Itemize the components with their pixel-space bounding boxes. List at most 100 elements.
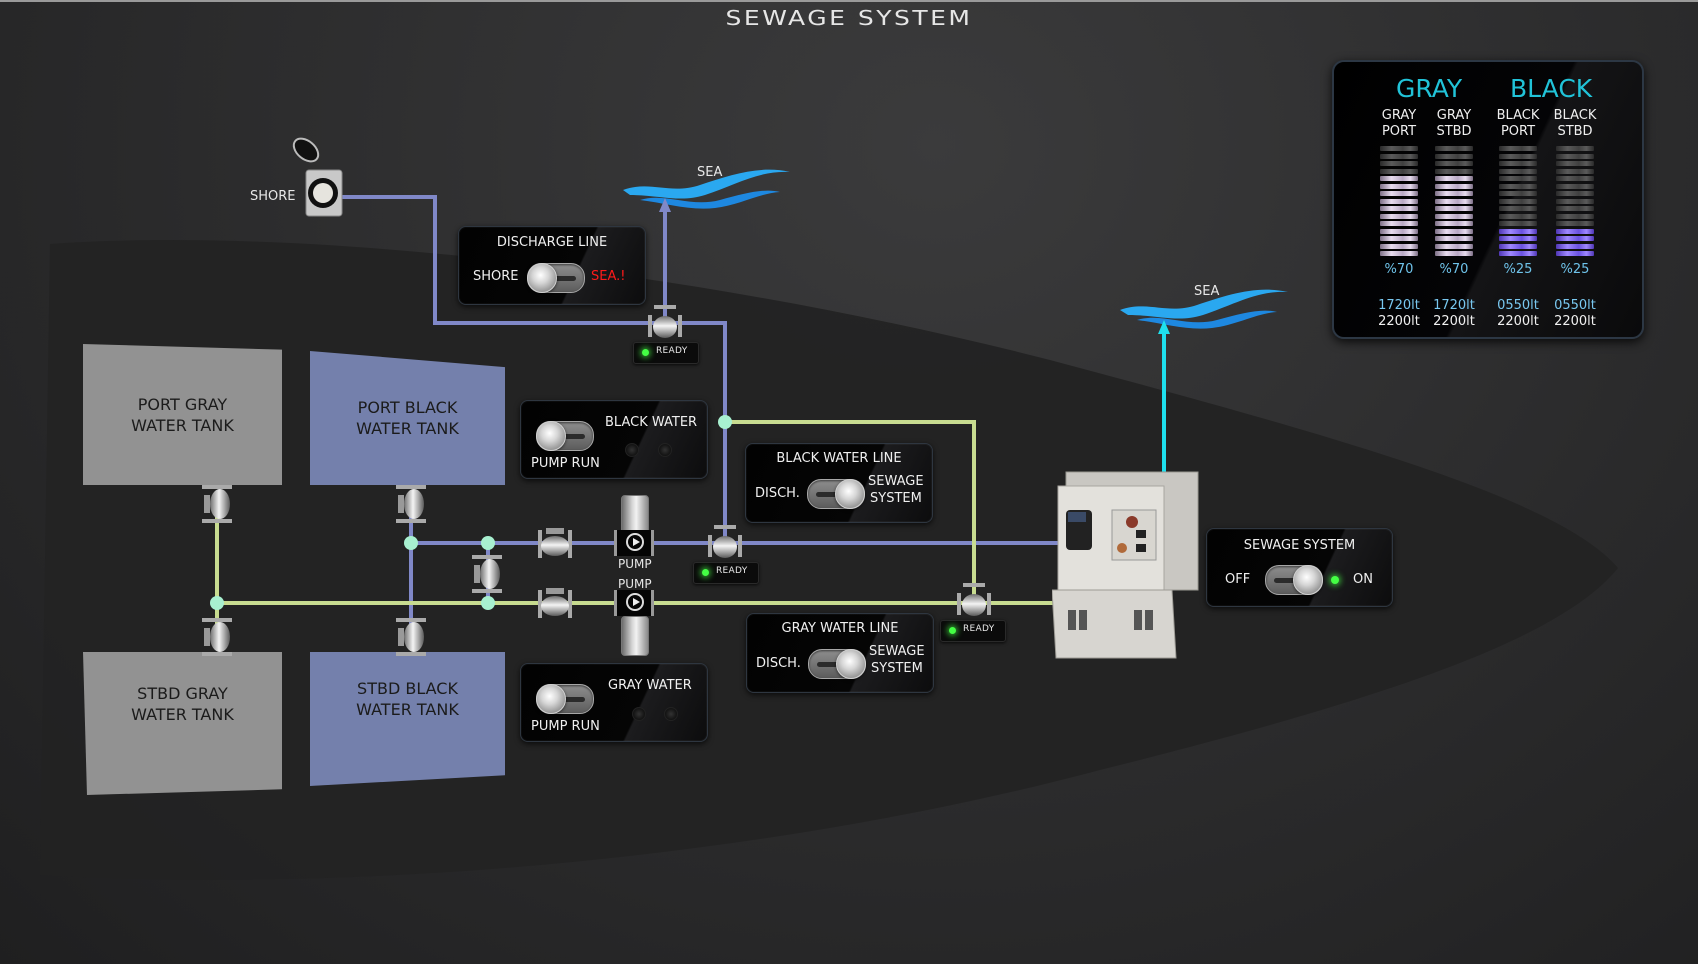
level-capacity: 2200lt — [1378, 314, 1420, 329]
pipe-junction-node — [404, 536, 418, 550]
level-bar-black — [1556, 146, 1594, 256]
level-segment-filled — [1435, 198, 1473, 204]
gray-heading: GRAY — [1396, 74, 1463, 103]
pipe-junction-node — [481, 596, 495, 610]
level-segment-empty — [1380, 153, 1418, 159]
level-segment-empty — [1380, 161, 1418, 166]
on-label: ON — [1353, 572, 1373, 587]
pump-run-label: PUMP RUN — [531, 719, 600, 734]
level-segment-empty — [1556, 206, 1594, 211]
pump-label: PUMP — [618, 557, 652, 571]
shore-connection-icon[interactable] — [286, 130, 344, 220]
level-segment-filled — [1435, 206, 1473, 211]
tank-label: WATER TANK — [131, 415, 234, 435]
level-segment-empty — [1499, 176, 1537, 181]
check-valve-gray[interactable] — [538, 584, 572, 622]
play-icon — [626, 533, 644, 551]
level-bar-gray — [1435, 146, 1473, 256]
level-percent: %25 — [1560, 262, 1590, 277]
panel-title: BLACK WATER LINE — [776, 451, 902, 466]
level-segment-filled — [1556, 251, 1594, 256]
level-label-line2: PORT — [1500, 124, 1536, 139]
gray-line-valve[interactable] — [957, 583, 991, 621]
level-label-line1: GRAY — [1381, 108, 1417, 123]
level-segment-filled — [1380, 251, 1418, 256]
discharge-line-panel: DISCHARGE LINE SHORE SEA.! — [458, 226, 646, 305]
status-led — [949, 627, 956, 634]
valve-port-black[interactable] — [394, 485, 428, 523]
sewage-sea-arrow-head — [1158, 320, 1170, 334]
level-segment-filled — [1380, 236, 1418, 241]
black-line-valve[interactable] — [708, 525, 742, 563]
sewage-treatment-unit[interactable] — [1052, 470, 1200, 660]
discharge-sea-valve[interactable] — [648, 305, 682, 343]
pipe-junction-node — [718, 415, 732, 429]
status-led — [642, 349, 649, 356]
valve-stbd-gray[interactable] — [200, 618, 234, 656]
level-segment-empty — [1556, 213, 1594, 219]
status-text: READY — [963, 624, 995, 634]
level-segment-filled — [1380, 176, 1418, 181]
level-segment-filled — [1380, 221, 1418, 226]
black-heading: BLACK — [1510, 74, 1593, 103]
level-label-line1: BLACK — [1553, 108, 1597, 123]
panel-title: SEWAGE SYSTEM — [1243, 538, 1356, 553]
level-segment-empty — [1499, 221, 1537, 226]
level-segment-empty — [1435, 153, 1473, 159]
level-segment-empty — [1380, 146, 1418, 151]
level-segment-empty — [1499, 206, 1537, 211]
disch-option-label: DISCH. — [755, 486, 800, 501]
valve-port-gray[interactable] — [200, 485, 234, 523]
level-segment-filled — [1380, 191, 1418, 196]
pump-label: PUMP — [618, 577, 652, 591]
status-text: READY — [656, 346, 688, 356]
sewage-option-label: SYSTEM — [871, 661, 923, 676]
level-segment-filled — [1556, 243, 1594, 249]
page-title: SEWAGE SYSTEM — [725, 6, 973, 30]
level-segment-empty — [1556, 176, 1594, 181]
toggle-knob — [835, 479, 865, 509]
tank-label: STBD GRAY — [137, 683, 228, 703]
level-segment-filled — [1499, 236, 1537, 241]
black-water-pump[interactable] — [614, 530, 654, 556]
disch-option-label: DISCH. — [756, 656, 801, 671]
sewage-system-toggle[interactable] — [1265, 565, 1323, 595]
toggle-knob — [527, 263, 557, 293]
gray-water-line-toggle[interactable] — [808, 649, 866, 679]
level-percent: %25 — [1503, 262, 1533, 277]
black-water-pump-panel: BLACK WATER PUMP RUN — [520, 400, 708, 479]
sewage-option-label: SEWAGE — [868, 474, 924, 489]
level-segment-empty — [1556, 161, 1594, 166]
gray-discharge-pipe — [725, 420, 976, 603]
discharge-line-toggle[interactable] — [527, 263, 585, 293]
level-segment-empty — [1556, 153, 1594, 159]
tank-label: WATER TANK — [356, 419, 459, 438]
check-valve-black[interactable] — [538, 524, 572, 562]
status-indicator-icon — [664, 707, 678, 721]
level-percent: %70 — [1384, 262, 1414, 277]
level-segment-empty — [1499, 191, 1537, 196]
gray-pump-run-toggle[interactable] — [536, 684, 594, 714]
black-pump-run-toggle[interactable] — [536, 421, 594, 451]
black-water-line-toggle[interactable] — [807, 479, 865, 509]
level-segment-empty — [1556, 168, 1594, 174]
level-capacity: 2200lt — [1554, 314, 1596, 329]
level-segment-filled — [1380, 243, 1418, 249]
level-segment-filled — [1380, 206, 1418, 211]
level-percent: %70 — [1439, 262, 1469, 277]
valve-stbd-black[interactable] — [394, 618, 428, 656]
level-label-line1: BLACK — [1496, 108, 1540, 123]
level-segment-filled — [1499, 228, 1537, 234]
level-segment-empty — [1499, 213, 1537, 219]
valve-crossover[interactable] — [470, 555, 504, 593]
valve-status-badge: READY — [940, 620, 1006, 642]
gray-water-pump[interactable] — [614, 590, 654, 616]
sea-label-2: SEA — [1194, 284, 1220, 299]
